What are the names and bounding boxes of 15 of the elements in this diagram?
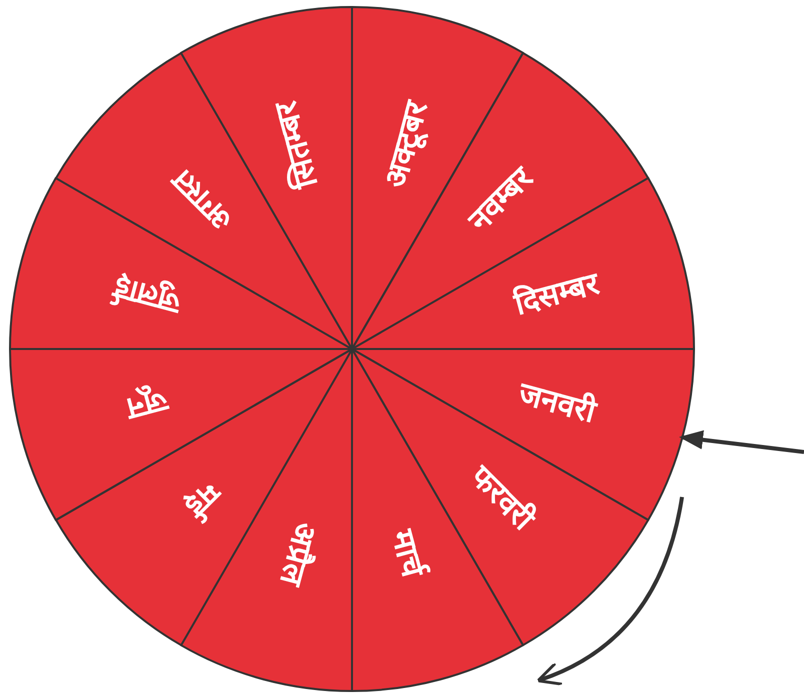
month-label: अक्टूबर [378, 96, 436, 192]
month-label: मई [176, 474, 228, 524]
month-label: जुलाई [110, 268, 184, 321]
arrow [679, 430, 804, 454]
wheel-sector [56, 52, 352, 349]
month-label: अप्रैल [271, 518, 324, 590]
month-label: सितम्बर [268, 96, 326, 192]
wheel-sector [56, 349, 352, 646]
month-label: जून [123, 380, 172, 428]
month-wheel [10, 7, 694, 691]
wheel-sector [352, 349, 648, 646]
month-label: जनवरी [514, 376, 600, 432]
month-label: मार्च [382, 526, 431, 582]
month-label: दिसम्बर [510, 265, 604, 324]
wheel-sector [352, 52, 648, 349]
